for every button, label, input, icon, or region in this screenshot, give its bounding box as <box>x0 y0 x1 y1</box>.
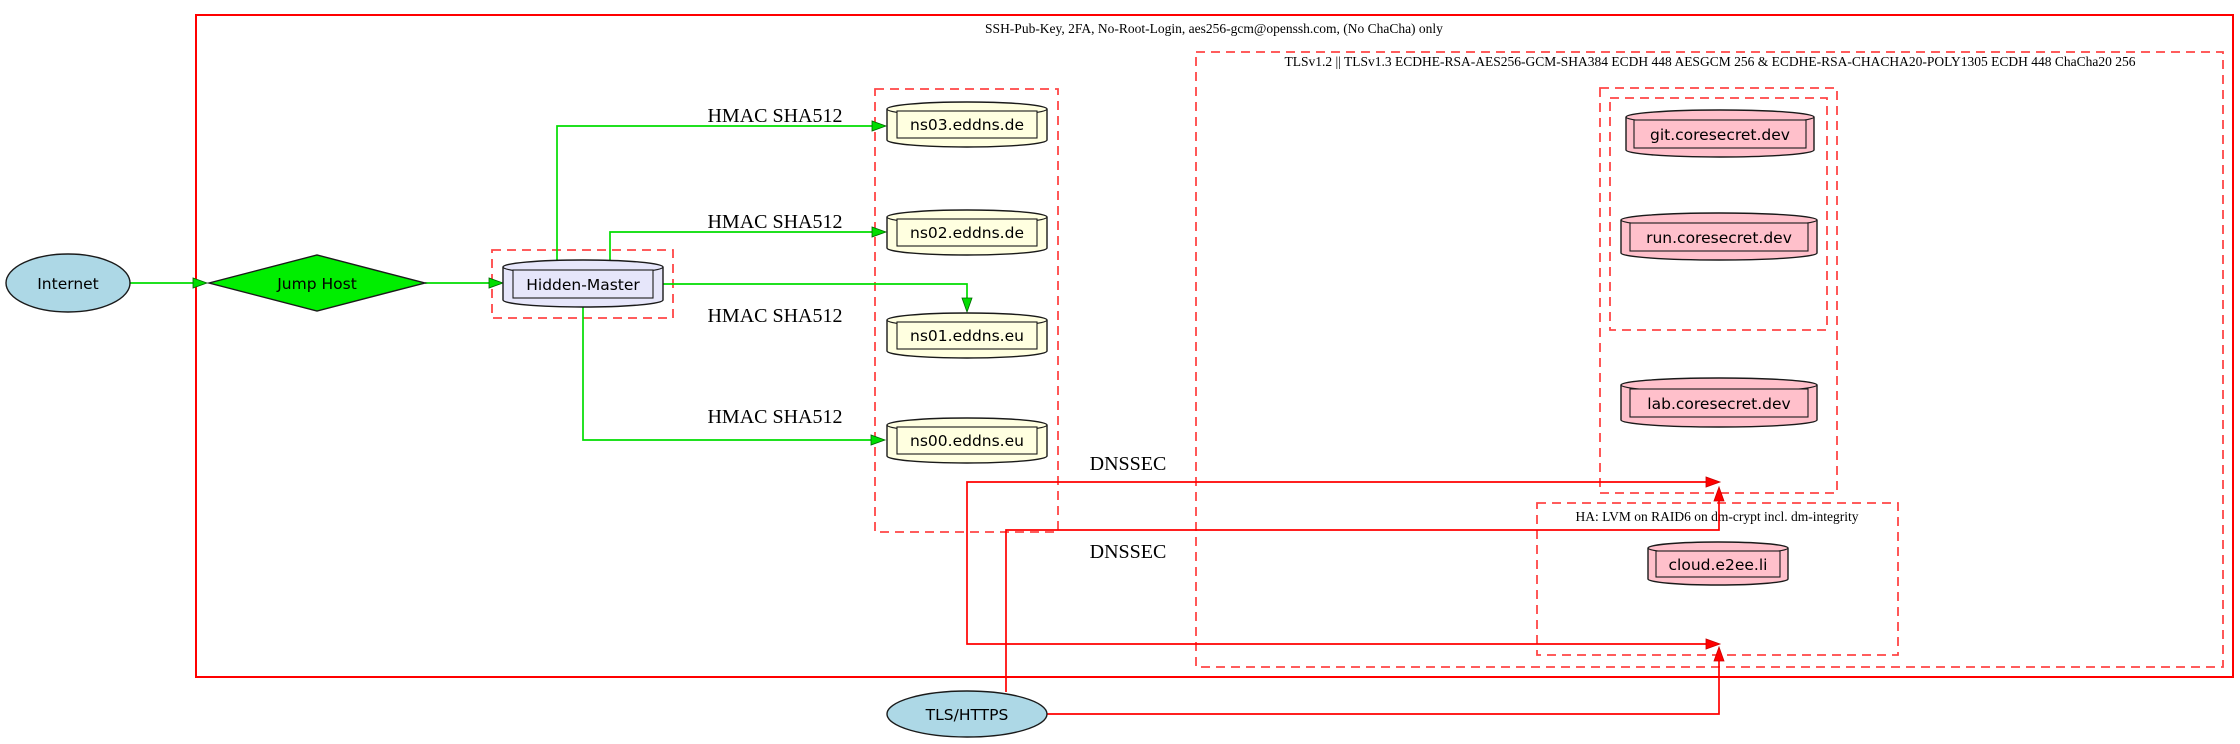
arrowhead-jumphost-hiddenmaster <box>488 277 505 289</box>
cluster-services-outer-box <box>1599 87 1838 494</box>
edge-hiddenmaster-ns02 <box>609 231 873 260</box>
cluster-ssh-label: SSH-Pub-Key, 2FA, No-Root-Login, aes256-… <box>985 21 1443 36</box>
node-ns00-labelbox <box>896 426 1038 455</box>
edge-label-dnssec-1: DNSSEC <box>1090 453 1167 475</box>
cluster-tls-label: TLSv1.2 || TLSv1.3 ECDHE-RSA-AES256-GCM-… <box>1285 54 2136 69</box>
edge-label-dnssec-2: DNSSEC <box>1090 541 1167 563</box>
node-git-labelbox <box>1633 119 1807 149</box>
edge-tlshttps-to-services <box>1005 501 1720 692</box>
cluster-nameservers-box <box>874 88 1059 533</box>
arrowhead-dnssec-services <box>1705 476 1722 488</box>
node-ns02-label: ns02.eddns.de <box>910 224 1024 242</box>
node-hiddenmaster-labelbox <box>512 269 654 299</box>
edge-tlshttps-to-ha <box>1047 661 1720 715</box>
node-cloud-label: cloud.e2ee.li <box>1669 556 1768 574</box>
node-tlshttps-label: TLS/HTTPS <box>925 706 1009 724</box>
node-run-labelbox <box>1629 222 1809 252</box>
edge-label-hmac-ns03: HMAC SHA512 <box>707 105 842 127</box>
node-cloud-labelbox <box>1655 550 1781 578</box>
edge-hiddenmaster-ns03 <box>556 125 873 260</box>
node-internet-shape <box>5 253 131 313</box>
arrowhead-tlshttps-services <box>1713 485 1725 502</box>
node-internet-label: Internet <box>37 275 99 293</box>
edge-dnssec-ns-to-services <box>966 481 1707 532</box>
node-ns01-labelbox <box>896 321 1038 350</box>
cluster-ssh-box <box>195 14 2234 678</box>
node-ns03-labelbox <box>896 110 1038 139</box>
edge-dnssec-ns-to-ha <box>966 532 1707 645</box>
cluster-tls-box <box>1195 51 2224 668</box>
node-jumphost-label: Jump Host <box>276 275 357 293</box>
node-ns02-labelbox <box>896 218 1038 247</box>
edge-label-hmac-ns01: HMAC SHA512 <box>707 305 842 327</box>
node-ns01-label: ns01.eddns.eu <box>910 327 1024 345</box>
node-run-label: run.coresecret.dev <box>1646 229 1792 247</box>
arrowhead-internet-jumphost <box>192 277 209 289</box>
node-ns00-label: ns00.eddns.eu <box>910 432 1024 450</box>
edge-label-hmac-ns00: HMAC SHA512 <box>707 406 842 428</box>
node-ns03-label: ns03.eddns.de <box>910 116 1024 134</box>
node-jumphost-shape <box>206 254 428 312</box>
edge-label-hmac-ns02: HMAC SHA512 <box>707 211 842 233</box>
arrowhead-hiddenmaster-ns00 <box>870 434 887 446</box>
arrowhead-hiddenmaster-ns03 <box>871 120 888 132</box>
cluster-ha-label: HA: LVM on RAID6 on dm-crypt incl. dm-in… <box>1576 509 1859 524</box>
arrowhead-hiddenmaster-ns01 <box>961 297 973 314</box>
node-git-label: git.coresecret.dev <box>1650 126 1790 144</box>
edge-hiddenmaster-ns01 <box>663 283 968 299</box>
arrowhead-dnssec-ha <box>1705 638 1722 650</box>
node-hiddenmaster-label: Hidden-Master <box>526 276 640 294</box>
node-tlshttps-shape <box>886 690 1048 738</box>
cluster-services-inner-box <box>1609 97 1828 331</box>
node-lab-labelbox <box>1629 388 1809 418</box>
node-lab-label: lab.coresecret.dev <box>1647 395 1790 413</box>
arrowhead-hiddenmaster-ns02 <box>871 226 888 238</box>
edge-hiddenmaster-ns00 <box>582 307 872 441</box>
arrowhead-tlshttps-ha <box>1713 645 1725 662</box>
